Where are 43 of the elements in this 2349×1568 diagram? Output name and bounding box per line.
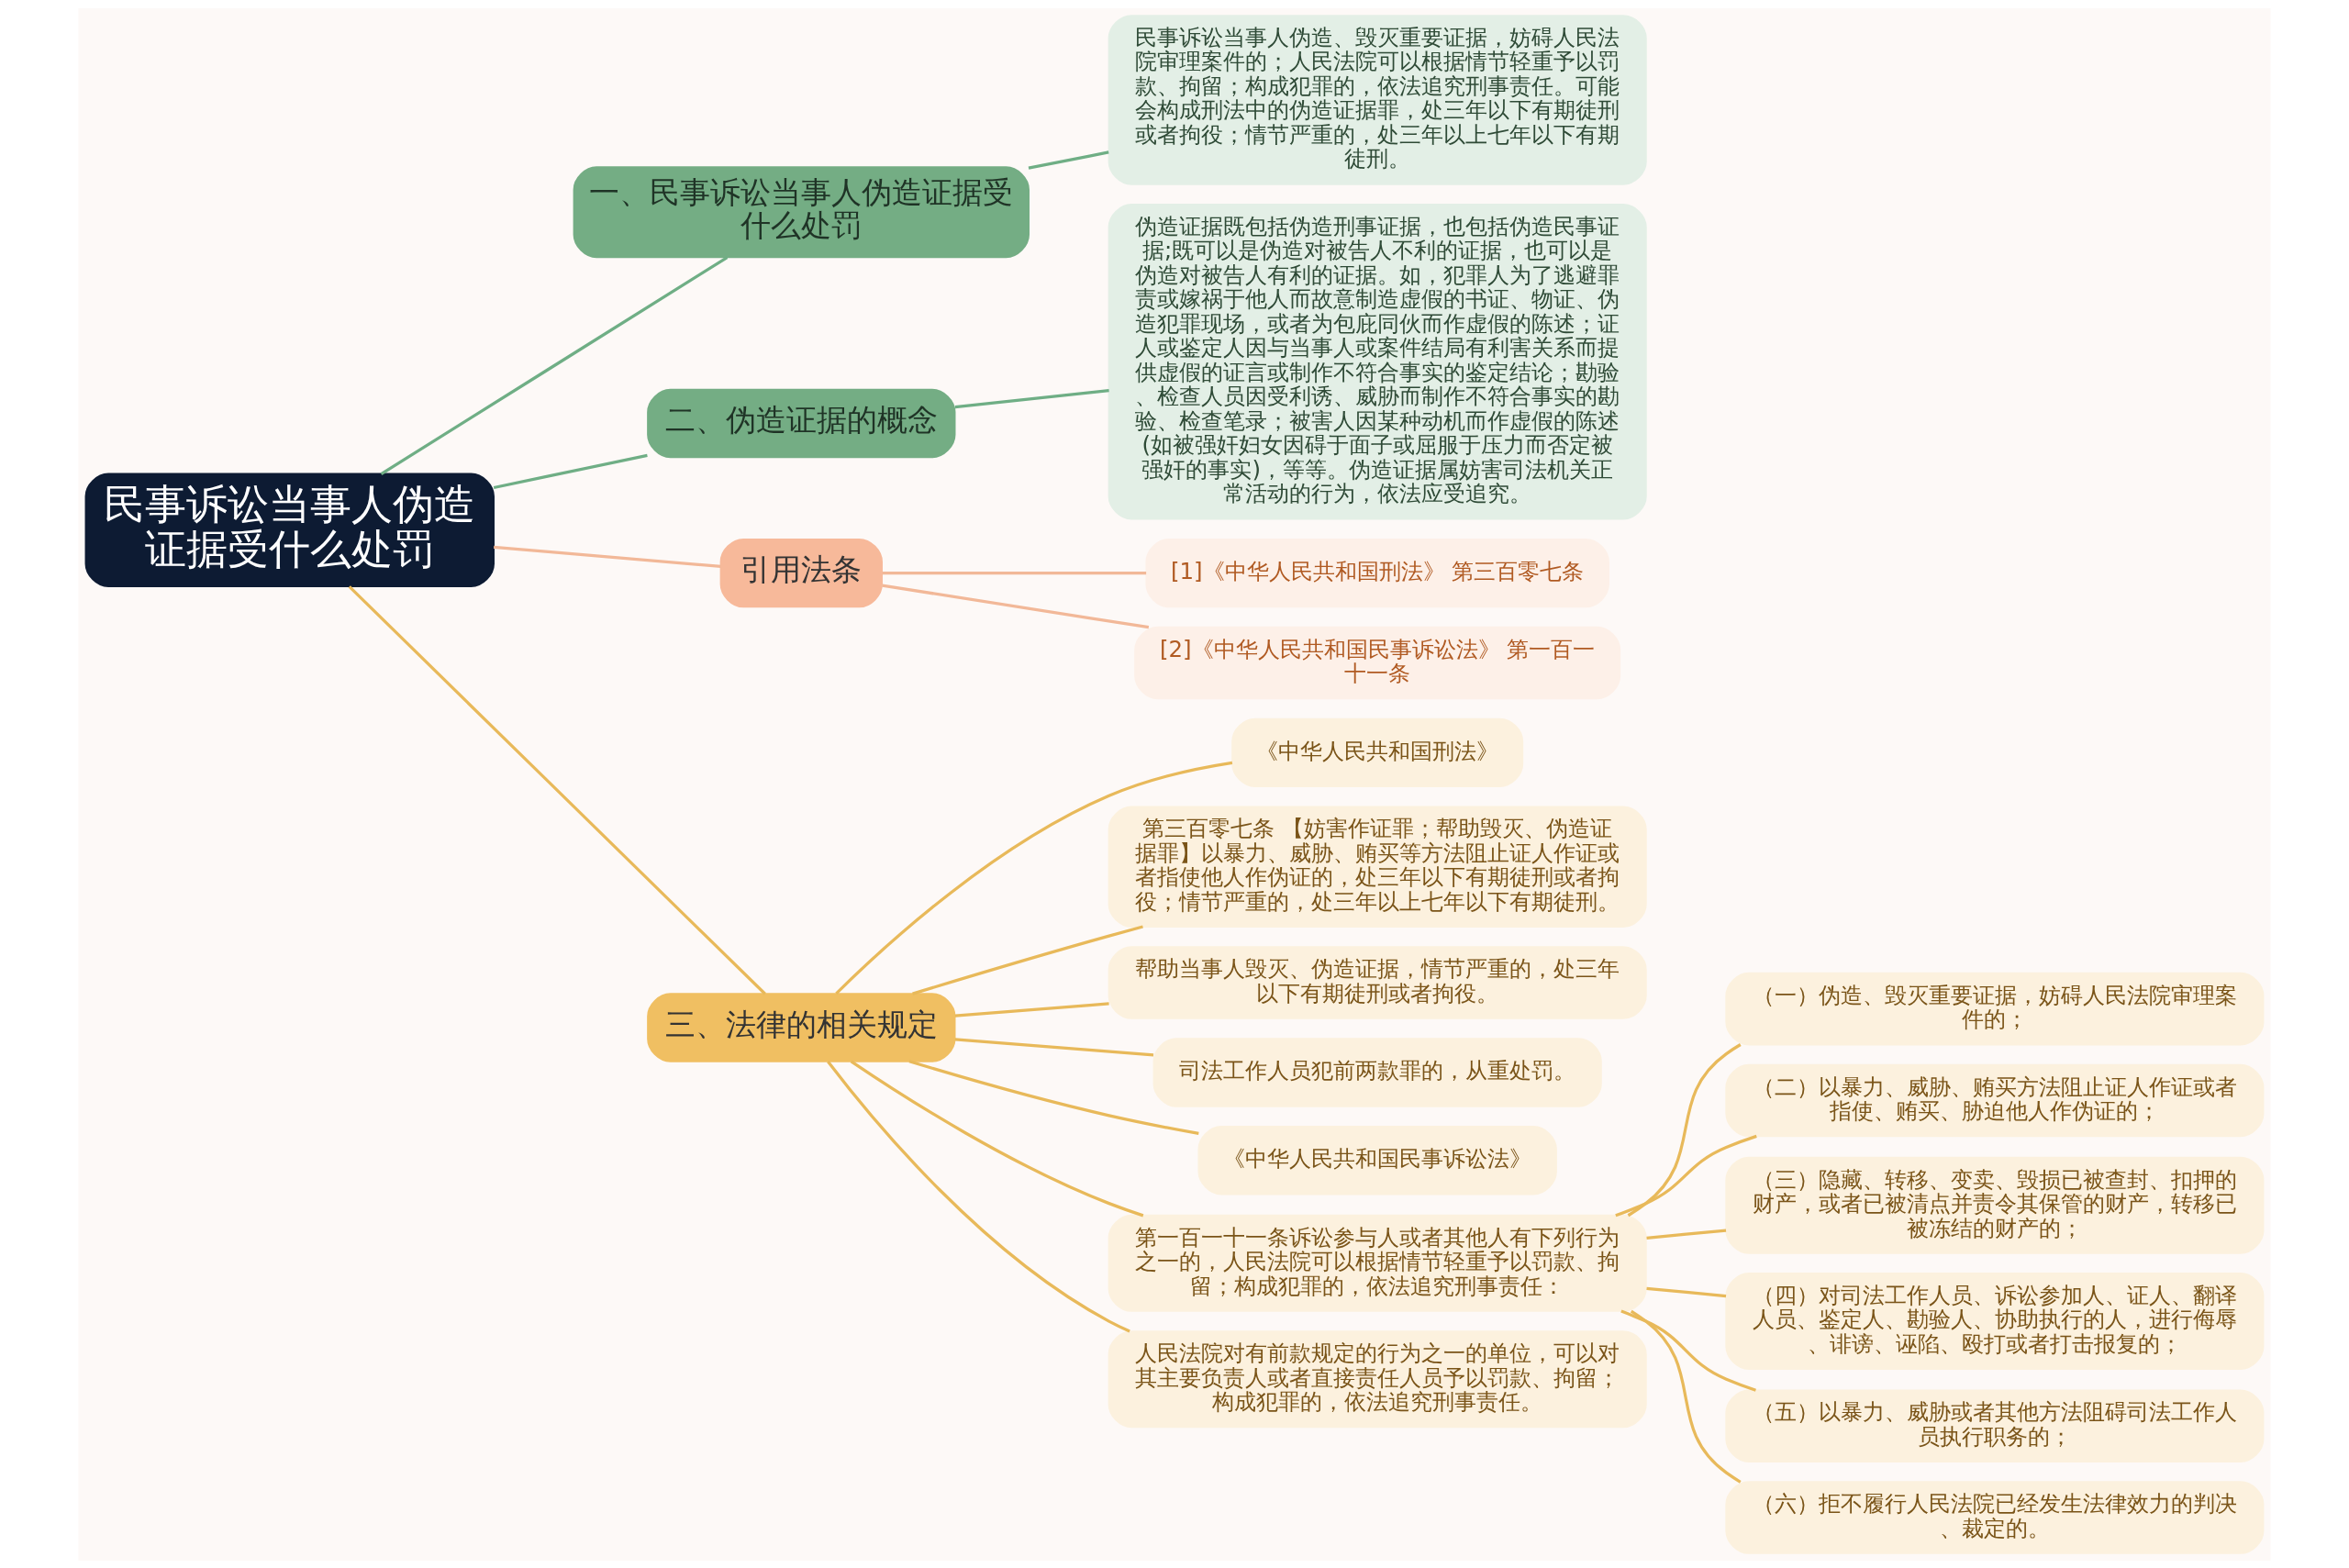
node-box: （五）以暴力、威胁或者其他方法阻碍司法工作人员执行职务的；: [1725, 1388, 2265, 1462]
connector: [912, 924, 1143, 995]
node-box: 第三百零七条 【妨害作证罪；帮助毁灭、伪造证据罪】以暴力、威胁、贿买等方法阻止证人作证或者指使他人作伪证的，处三年以下有期徒刑或者拘役；情节严重的，处三年以上七年以下有期徒刑。: [1108, 805, 1647, 928]
connector: [850, 1059, 1144, 1217]
connector: [1627, 1042, 1742, 1217]
node-box: （一）伪造、毁灭重要证据，妨碍人民法院审理案件的；: [1725, 972, 2265, 1045]
node-box: 伪造证据既包括伪造刑事证据，也包括伪造民事证据;既可以是伪造对被告人不利的证据，也可以是伪造对被告人有利的证据。如，犯罪人为了逃避罪责或嫁祸于他人而故意制造虚假的书证、物证、伪造犯罪现场，或者为包庇同伙而作虚假的陈述；证人或鉴定人因与当事人或案件结局有利害关系而提供虚假的证言或制作不符合事实的鉴定结论；勘验、检查人员因受利诱、威胁而制作不符合事实的勘验、检查笔录；被害人因某种动机而作虚假的陈述(如被强奸妇女因碍于面子或屈服于压力而否定被强奸的事实)，等等。伪造证据属妨害司法机关正常活动的行为，依法应受追究。: [1108, 203, 1647, 520]
node-box: 《中华人民共和国刑法》: [1231, 717, 1524, 787]
node-box: 一、民事诉讼当事人伪造证据受什么处罚: [573, 165, 1030, 258]
connector: [882, 584, 1150, 628]
node-box: 人民法院对有前款规定的行为之一的单位，可以对其主要负责人或者直接责任人员予以罚款、拘留；构成犯罪的，依法追究刑事责任。: [1108, 1329, 1647, 1428]
connector: [494, 545, 721, 568]
node-box: 三、法律的相关规定: [647, 992, 956, 1062]
node-box: [2]《中华人民共和国民事诉讼法》 第一百一十一条: [1134, 626, 1621, 699]
node-box: 引用法条: [719, 538, 883, 607]
node-box: 二、伪造证据的概念: [647, 388, 956, 458]
connector: [1028, 150, 1109, 170]
connector: [1620, 1309, 1756, 1392]
connector: [348, 584, 766, 995]
node-box: [1]《中华人民共和国刑法》 第三百零七条: [1145, 538, 1609, 607]
connector: [954, 1001, 1109, 1018]
node-box: 第一百一十一条诉讼参与人或者其他人有下列行为之一的，人民法院可以根据情节轻重予以罚款、拘留；构成犯罪的，依法追究刑事责任：: [1108, 1214, 1647, 1312]
connector: [380, 255, 729, 475]
node-box: （四）对司法工作人员、诉讼参加人、证人、翻译人员、鉴定人、勘验人、协助执行的人，进行侮辱、诽谤、诬陷、殴打或者打击报复的；: [1725, 1272, 2265, 1370]
node-box: （三）隐藏、转移、变卖、毁损已被查封、扣押的财产，或者已被清点并责令其保管的财产，转移已被冻结的财产的；: [1725, 1156, 2265, 1254]
node-box: 帮助当事人毁灭、伪造证据，情节严重的，处三年以下有期徒刑或者拘役。: [1108, 945, 1647, 1019]
node-box: 民事诉讼当事人伪造证据受什么处罚: [84, 473, 495, 587]
connector: [954, 388, 1109, 408]
connector: [908, 1059, 1199, 1135]
node-box: （二）以暴力、威胁、贿买方法阻止证人作证或者指使、贿买、胁迫他人作伪证的；: [1725, 1063, 2265, 1137]
connector: [1615, 1134, 1757, 1217]
node-box: 《中华人民共和国民事诉讼法》: [1197, 1125, 1557, 1195]
node-box: 司法工作人员犯前两款罪的，从重处罚。: [1152, 1037, 1602, 1107]
connector: [1646, 1229, 1727, 1240]
connector: [835, 761, 1233, 995]
node-box: （六）拒不履行人民法院已经发生法律效力的判决、裁定的。: [1725, 1480, 2265, 1554]
node-box: 民事诉讼当事人伪造、毁灭重要证据，妨碍人民法院审理案件的；人民法院可以根据情节轻重予以罚款、拘留；构成犯罪的，依法追究刑事责任。可能会构成刑法中的伪造证据罪，处三年以下有期徒刑或者拘役；情节严重的，处三年以上七年以下有期徒刑。: [1108, 14, 1647, 185]
connector: [1630, 1309, 1742, 1484]
connector: [1646, 1286, 1727, 1297]
connector: [827, 1060, 1130, 1332]
connector: [954, 1037, 1154, 1057]
connector: [493, 453, 648, 489]
connector: [882, 571, 1147, 574]
